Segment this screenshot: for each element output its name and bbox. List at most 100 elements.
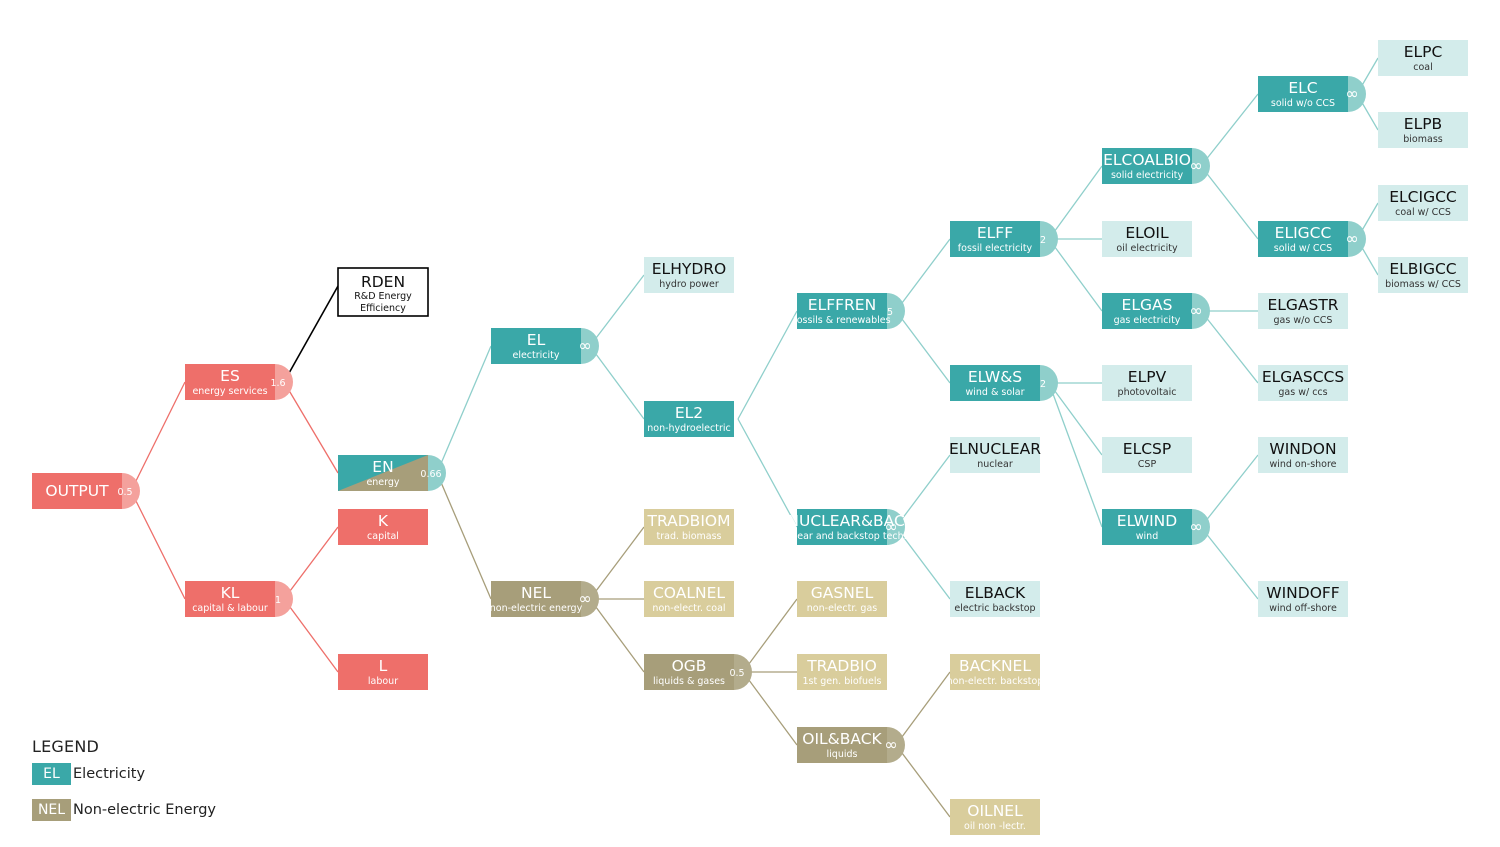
node-subtitle: fossils & renewables xyxy=(793,315,890,326)
node-box xyxy=(950,437,1040,473)
node-subtitle: fossil electricity xyxy=(958,243,1033,254)
node-subtitle: wind xyxy=(1136,531,1158,542)
node-subtitle: trad. biomass xyxy=(657,531,722,542)
node-box xyxy=(644,509,734,545)
node-box xyxy=(338,509,428,545)
edge-ogb-to-oil-and-back xyxy=(742,671,798,746)
node-subtitle: wind & solar xyxy=(965,387,1024,398)
edge-oil-and-back-to-backnel xyxy=(895,671,951,746)
legend-item-non-electric: NEL Non-electric Energy xyxy=(32,799,216,821)
node-title: WINDOFF xyxy=(1266,584,1340,602)
edge-en-to-el xyxy=(436,345,492,474)
node-box xyxy=(797,654,887,690)
node-subtitle: non-electr. gas xyxy=(807,603,877,614)
node-elasticity: ∞ xyxy=(578,336,591,355)
node-elasticity: 1 xyxy=(275,595,281,606)
node-box xyxy=(1258,581,1348,617)
node-subtitle: CSP xyxy=(1138,459,1157,470)
node-subtitle: hydro power xyxy=(659,279,719,290)
node-subtitle: photovoltaic xyxy=(1118,387,1177,398)
node-title: GASNEL xyxy=(811,584,874,602)
node-title: WINDON xyxy=(1269,440,1336,458)
node-subtitle: coal xyxy=(1413,62,1433,73)
node-box xyxy=(1258,221,1348,257)
node-box xyxy=(950,581,1040,617)
node-title: ELOIL xyxy=(1125,224,1169,242)
node-cap xyxy=(273,364,293,400)
node-title: RDEN xyxy=(361,273,405,291)
edge-el2-to-elnuclear-and-back xyxy=(737,418,798,528)
node-title: ELIGCC xyxy=(1275,224,1332,242)
node-box xyxy=(644,581,734,617)
edge-elw-and-s-to-elcsp xyxy=(1048,382,1103,456)
node-elasticity: 2 xyxy=(1040,379,1046,390)
node-elasticity: 0.5 xyxy=(117,487,132,498)
node-box xyxy=(1102,221,1192,257)
node-title: TRADBIOM xyxy=(647,512,731,530)
node-cap xyxy=(1190,293,1210,329)
node-box xyxy=(1102,365,1192,401)
legend-item-electricity: EL Electricity xyxy=(32,763,216,785)
node-title: OILNEL xyxy=(967,802,1023,820)
node-box xyxy=(950,799,1040,835)
node-box xyxy=(185,581,275,617)
node-subtitle: 1st gen. biofuels xyxy=(803,676,882,687)
edge-elnuclear-and-back-to-elnuclear xyxy=(895,454,951,528)
node-cap xyxy=(1190,509,1210,545)
node-title: L xyxy=(379,657,388,675)
node-box xyxy=(337,267,429,317)
node-title: ELGASTR xyxy=(1267,296,1338,314)
node-box xyxy=(1378,112,1468,148)
node-cap xyxy=(120,473,140,509)
node-title: ELNUCLEAR xyxy=(949,440,1041,458)
node-subtitle: solid w/o CCS xyxy=(1271,98,1335,109)
node-title: EL xyxy=(527,331,546,349)
edge-elcoalbio-to-elc xyxy=(1200,93,1259,167)
edge-en-to-nel xyxy=(436,472,492,600)
node-box xyxy=(1258,293,1348,329)
edge-elff-to-elgas xyxy=(1048,238,1103,312)
legend-label-non-electric: Non-electric Energy xyxy=(73,802,217,818)
node-subtitle: oil non -lectr. xyxy=(964,821,1026,832)
node-title: EN xyxy=(372,458,393,476)
node-elasticity: 0.66 xyxy=(420,469,441,480)
legend: LEGEND EL Electricity NEL Non-electric E… xyxy=(32,737,216,835)
node-title: OIL&BACK xyxy=(802,730,882,748)
node-title: ELGASCCS xyxy=(1262,368,1344,386)
node-elasticity: 5 xyxy=(887,307,893,318)
node-box xyxy=(1378,40,1468,76)
node-subtitle: wind on-shore xyxy=(1269,459,1336,470)
node-subtitle: electric backstop xyxy=(954,603,1035,614)
node-title: KL xyxy=(221,584,240,602)
edge-el-to-elhydro xyxy=(589,274,645,347)
node-title: ELPB xyxy=(1404,115,1442,133)
node-box xyxy=(950,365,1040,401)
node-subtitle: nuclear and backstop tech. xyxy=(777,531,906,542)
edge-es-to-rden xyxy=(283,285,339,383)
edge-el2-to-elffren xyxy=(737,310,798,420)
node-box xyxy=(1102,148,1192,184)
node-title: ELCOALBIO xyxy=(1103,151,1191,169)
node-box xyxy=(1258,76,1348,112)
node-cap xyxy=(1346,76,1366,112)
node-cap xyxy=(1190,148,1210,184)
node-cap xyxy=(885,509,905,545)
node-title: OUTPUT xyxy=(45,482,109,500)
node-box xyxy=(491,328,581,364)
node-title: ELPC xyxy=(1404,43,1443,61)
